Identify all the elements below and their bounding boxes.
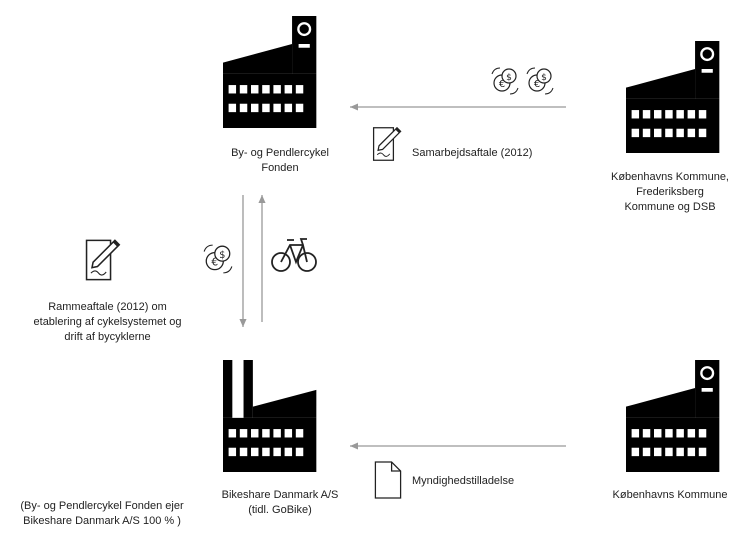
bicycle-icon — [271, 238, 317, 272]
fonden-label: By- og Pendlercykel Fonden — [231, 147, 329, 174]
kobenhavns-building-icon — [626, 360, 720, 472]
document-icon — [374, 461, 402, 499]
fonden-building-icon — [223, 16, 317, 128]
signed-document-icon — [372, 126, 402, 162]
samarbejdsaftale-label: Samarbejdsaftale (2012) — [412, 147, 533, 159]
money-exchange-icon — [203, 244, 233, 274]
money-exchange-icon — [491, 67, 519, 95]
kommuner-building-icon — [626, 41, 720, 153]
kommuner-label: Københavns Kommune, Frederiksberg Kommun… — [610, 171, 729, 213]
ownership-note: (By- og Pendlercykel Fonden ejer Bikesha… — [20, 500, 184, 527]
rammeaftale-label: Rammeaftale (2012) om etablering af cyke… — [33, 301, 182, 343]
money-exchange-icon — [526, 67, 554, 95]
signed-document-icon — [85, 239, 121, 281]
myndighedstilladelse-label: Myndighedstilladelse — [412, 475, 515, 487]
kobenhavns-label: Københavns Kommune — [612, 489, 728, 501]
bikeshare-label: Bikeshare Danmark A/S (tidl. GoBike) — [221, 489, 339, 516]
bikeshare-factory-icon — [223, 360, 317, 472]
